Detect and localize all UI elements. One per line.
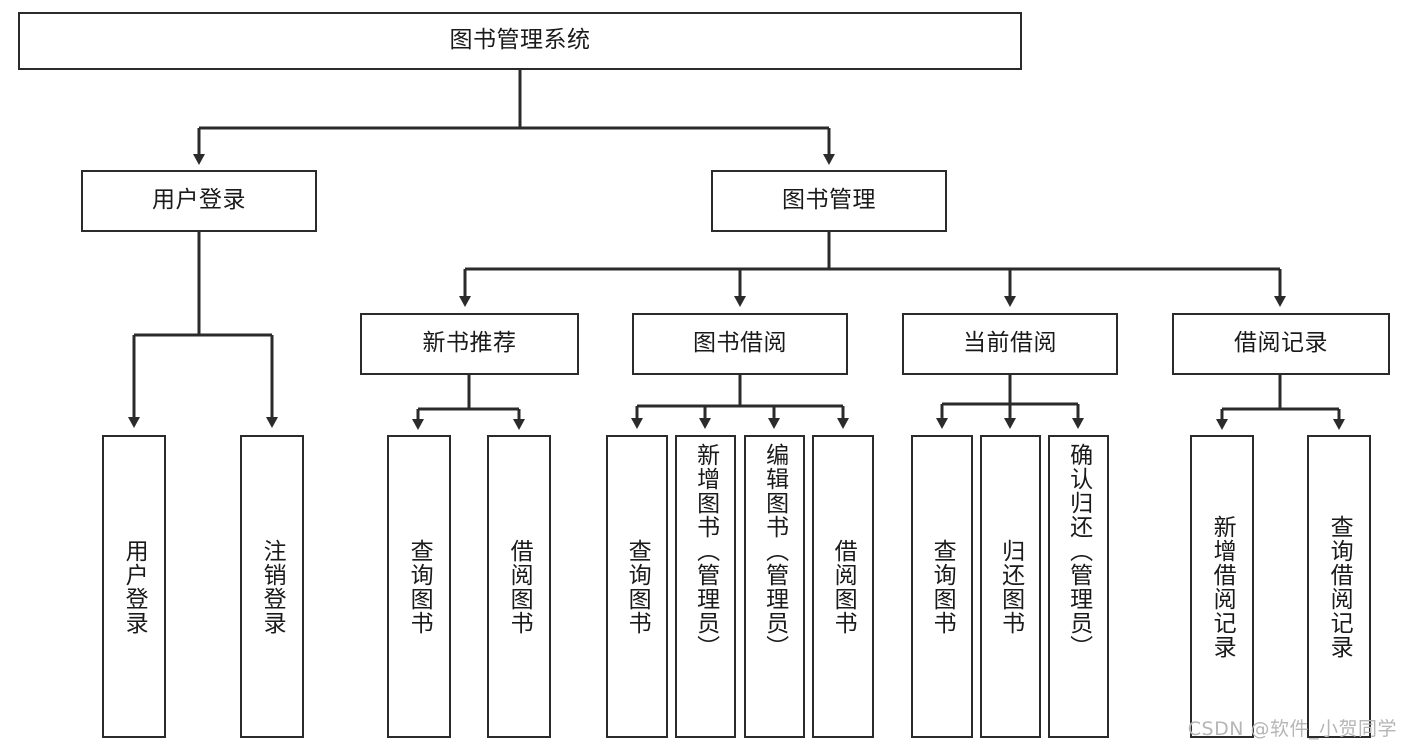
node-label: 新书推荐 xyxy=(422,330,517,357)
leaf-user-login[interactable]: 用户登录 xyxy=(102,435,166,738)
leaf-query-book-3[interactable]: 查询图书 xyxy=(911,435,973,738)
leaf-return-book[interactable]: 归还图书 xyxy=(980,435,1041,738)
node-borrow-record[interactable]: 借阅记录 xyxy=(1172,313,1390,375)
node-label: 新增借阅记录 xyxy=(1209,514,1236,659)
node-label: 查询图书 xyxy=(929,538,956,635)
node-label: 借阅图书 xyxy=(506,538,533,635)
node-book-borrow[interactable]: 图书借阅 xyxy=(632,313,848,375)
node-label: 注销登录 xyxy=(259,538,286,635)
leaf-edit-book-admin[interactable]: 编辑图书（管理员） xyxy=(744,435,805,738)
leaf-add-book-admin[interactable]: 新增图书（管理员） xyxy=(675,435,736,738)
node-label: 查询图书 xyxy=(406,538,433,635)
node-label: 查询借阅记录 xyxy=(1326,514,1353,659)
node-label: 新增图书（管理员） xyxy=(692,443,719,659)
node-label: 当前借阅 xyxy=(963,330,1057,357)
node-label: 归还图书 xyxy=(997,538,1024,635)
node-label: 查询图书 xyxy=(624,538,651,635)
leaf-query-book-1[interactable]: 查询图书 xyxy=(387,435,451,738)
node-book-manage[interactable]: 图书管理 xyxy=(711,170,947,232)
node-label: 用户登录 xyxy=(121,538,148,635)
node-label: 图书借阅 xyxy=(693,330,787,357)
node-new-book-recommend[interactable]: 新书推荐 xyxy=(360,313,579,375)
node-label: 用户登录 xyxy=(152,187,246,214)
leaf-add-borrow-record[interactable]: 新增借阅记录 xyxy=(1190,435,1254,738)
leaf-borrow-book-2[interactable]: 借阅图书 xyxy=(812,435,874,738)
node-root-system[interactable]: 图书管理系统 xyxy=(18,12,1022,70)
node-label: 编辑图书（管理员） xyxy=(761,443,788,659)
leaf-confirm-return-admin[interactable]: 确认归还（管理员） xyxy=(1048,435,1109,738)
node-label: 借阅图书 xyxy=(830,538,857,635)
node-label: 图书管理 xyxy=(782,187,876,214)
node-current-borrow[interactable]: 当前借阅 xyxy=(902,313,1118,375)
leaf-borrow-book-1[interactable]: 借阅图书 xyxy=(487,435,551,738)
node-user-login[interactable]: 用户登录 xyxy=(81,170,317,232)
node-label: 图书管理系统 xyxy=(449,27,591,54)
leaf-query-borrow-record[interactable]: 查询借阅记录 xyxy=(1307,435,1371,738)
node-label: 借阅记录 xyxy=(1234,330,1328,357)
node-label: 确认归还（管理员） xyxy=(1065,443,1092,659)
leaf-query-book-2[interactable]: 查询图书 xyxy=(606,435,668,738)
csdn-watermark: CSDN @软件_小贺同学 xyxy=(1187,718,1397,740)
leaf-logout-login[interactable]: 注销登录 xyxy=(240,435,304,738)
